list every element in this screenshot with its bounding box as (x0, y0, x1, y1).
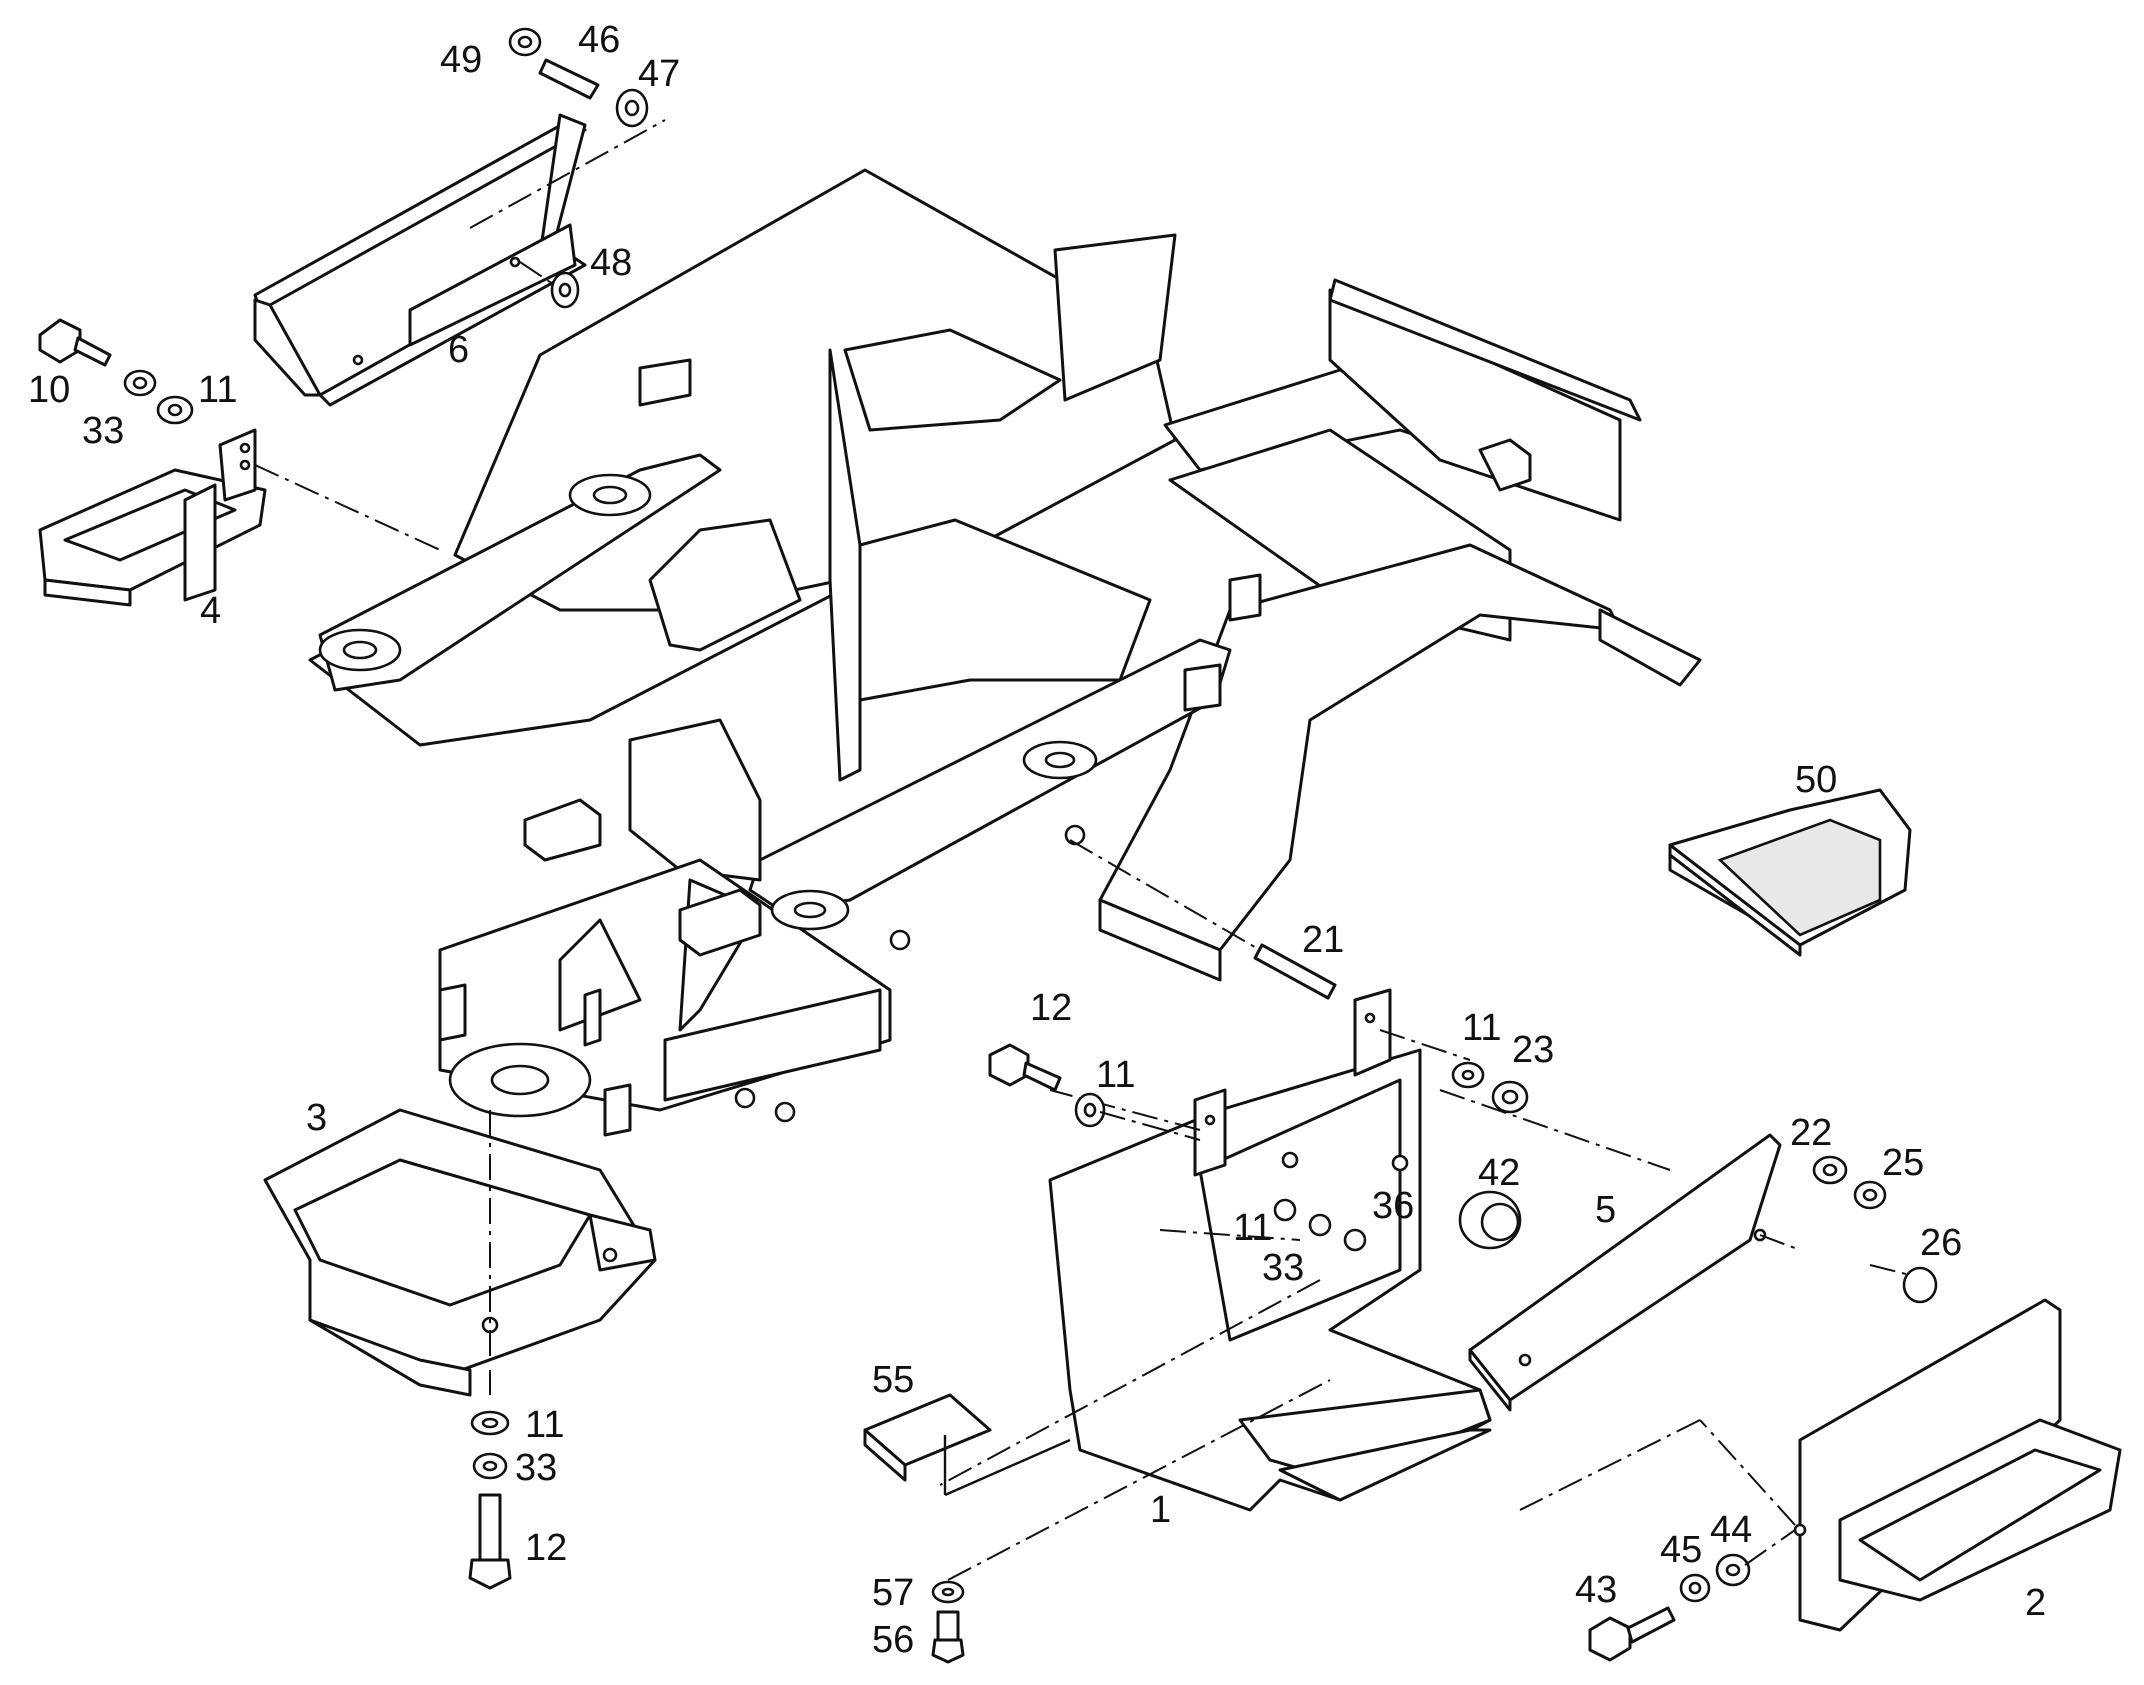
label-part-11: 11 (1462, 1007, 1501, 1049)
bolt-icon (468, 1493, 512, 1590)
step-box-part-1 (1048, 988, 1492, 1512)
label-part-36: 36 (1372, 1185, 1414, 1227)
main-frame (308, 168, 1702, 1137)
bolt-icon (988, 1043, 1062, 1092)
label-part-56: 56 (872, 1619, 914, 1661)
label-part-50: 50 (1795, 759, 1837, 801)
bolt-icon (931, 1610, 965, 1664)
nut-icon (1853, 1180, 1887, 1210)
washer-icon (931, 1580, 965, 1604)
label-part-22: 22 (1790, 1112, 1832, 1154)
label-part-3: 3 (306, 1097, 327, 1139)
plug-icon (1902, 1266, 1938, 1304)
label-part-5: 5 (1595, 1189, 1616, 1231)
part-labels: 49 46 47 48 6 10 11 33 4 50 21 12 11 11 … (28, 19, 2046, 1661)
label-part-26: 26 (1920, 1222, 1962, 1264)
label-part-1: 1 (1150, 1489, 1171, 1531)
label-part-55: 55 (872, 1359, 914, 1401)
washer-icon (1812, 1155, 1848, 1185)
washer-icon (550, 88, 649, 309)
label-part-57: 57 (872, 1572, 914, 1614)
label-part-42: 42 (1478, 1152, 1520, 1194)
label-part-11: 11 (198, 369, 237, 411)
washer-icon (123, 369, 194, 425)
label-part-12: 12 (525, 1527, 567, 1569)
label-part-11: 11 (1096, 1054, 1135, 1096)
washer-icon (470, 1410, 510, 1480)
nut-icon (508, 27, 542, 57)
step-part-2 (1793, 1298, 2122, 1632)
label-part-46: 46 (578, 19, 620, 61)
label-part-33: 33 (1262, 1247, 1304, 1289)
label-part-6: 6 (448, 329, 469, 371)
bolt-icon (1588, 1606, 1676, 1662)
label-part-43: 43 (1575, 1569, 1617, 1611)
label-part-4: 4 (200, 590, 221, 632)
label-part-33: 33 (82, 410, 124, 452)
label-part-47: 47 (638, 53, 680, 95)
label-part-21: 21 (1302, 919, 1344, 961)
clip-part-55 (863, 1393, 992, 1482)
label-part-2: 2 (2025, 1582, 2046, 1624)
step-part-3 (263, 1108, 657, 1397)
label-part-23: 23 (1512, 1029, 1554, 1071)
label-part-11: 11 (1233, 1207, 1272, 1249)
rail-bracket-part-6 (253, 113, 587, 407)
bolt-icon (1253, 943, 1337, 1000)
label-part-33: 33 (515, 1447, 557, 1489)
washer-icon (1074, 1092, 1106, 1128)
label-part-48: 48 (590, 242, 632, 284)
label-part-45: 45 (1660, 1529, 1702, 1571)
nut-icon (1491, 1080, 1529, 1114)
wheel-chock-part-50 (1668, 788, 1912, 957)
bolt-icon (38, 318, 112, 367)
bolt-icon (538, 58, 600, 100)
grommet-icon (1458, 1190, 1522, 1250)
label-part-11: 11 (525, 1404, 564, 1446)
washer-icon (1451, 1061, 1485, 1089)
label-part-12: 12 (1030, 987, 1072, 1029)
label-part-49: 49 (440, 39, 482, 81)
label-part-25: 25 (1882, 1142, 1924, 1184)
bar-part-5 (1468, 1133, 1782, 1412)
step-part-4 (38, 428, 267, 607)
washer-icon (1679, 1553, 1751, 1603)
label-part-10: 10 (28, 369, 70, 411)
label-part-44: 44 (1710, 1509, 1752, 1551)
